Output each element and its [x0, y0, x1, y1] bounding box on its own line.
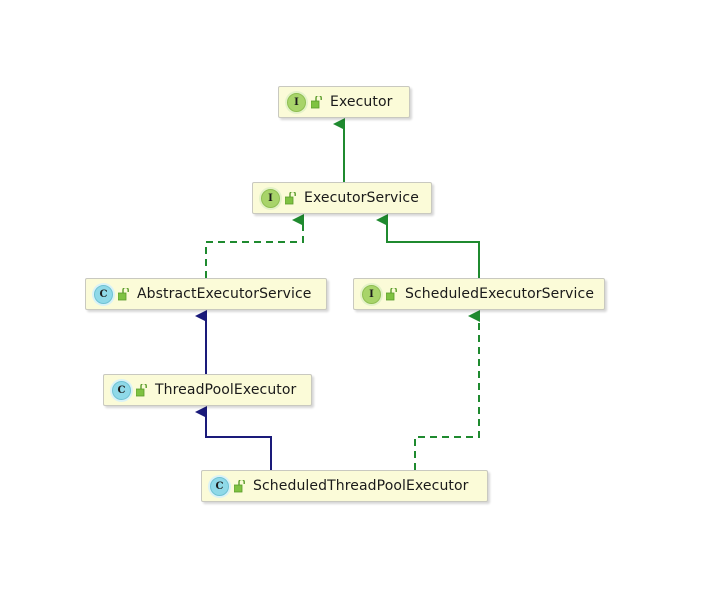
- package-visibility-icon: [234, 479, 246, 493]
- edge-scheduledthreadpoolexecutor-to-scheduledexecutorservice: [414, 310, 480, 470]
- uml-node-scheduled-thread-pool-executor[interactable]: C ScheduledThreadPoolExecutor: [201, 470, 488, 502]
- uml-node-thread-pool-executor[interactable]: C ThreadPoolExecutor: [103, 374, 312, 406]
- uml-node-executor-service[interactable]: I ExecutorService: [252, 182, 432, 214]
- class-icon: C: [210, 476, 229, 496]
- interface-icon: I: [362, 284, 381, 304]
- edge-scheduledthreadpoolexecutor-to-threadpoolexecutor: [195, 406, 272, 470]
- interface-icon: I: [261, 188, 280, 208]
- package-visibility-icon: [311, 95, 323, 109]
- node-label: ThreadPoolExecutor: [155, 382, 297, 398]
- node-label: ScheduledExecutorService: [405, 286, 595, 302]
- edge-abstractexecutorservice-to-executorservice: [205, 214, 304, 278]
- interface-icon: I: [287, 92, 306, 112]
- package-visibility-icon: [136, 383, 148, 397]
- node-label: ScheduledThreadPoolExecutor: [253, 478, 469, 494]
- package-visibility-icon: [386, 287, 398, 301]
- class-icon: C: [112, 380, 131, 400]
- uml-node-abstract-executor-service[interactable]: C AbstractExecutorService: [85, 278, 327, 310]
- package-visibility-icon: [118, 287, 130, 301]
- node-label: Executor: [330, 94, 393, 110]
- package-visibility-icon: [285, 191, 297, 205]
- class-icon: C: [94, 284, 113, 304]
- node-label: AbstractExecutorService: [137, 286, 312, 302]
- edge-scheduledexecutorservice-to-executorservice: [376, 214, 480, 278]
- node-label: ExecutorService: [304, 190, 419, 206]
- uml-node-executor[interactable]: I Executor: [278, 86, 410, 118]
- uml-node-scheduled-executor-service[interactable]: I ScheduledExecutorService: [353, 278, 605, 310]
